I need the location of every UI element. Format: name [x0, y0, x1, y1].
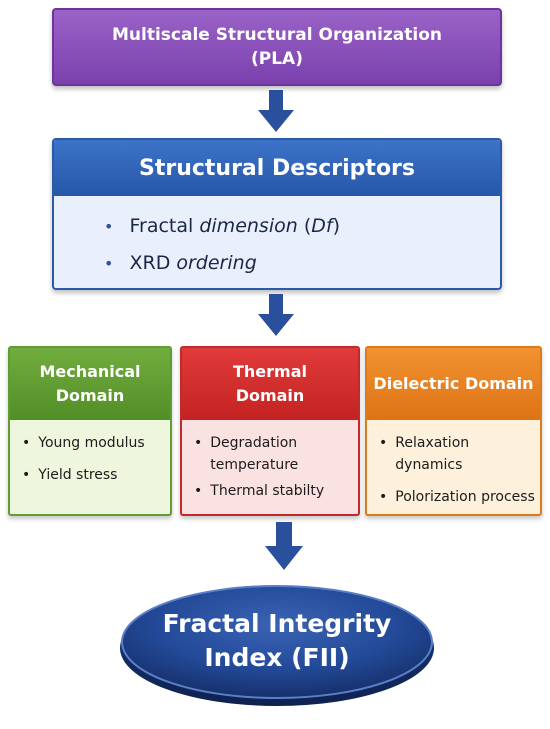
bullet-icon: •: [22, 467, 31, 483]
fii-label-line2: Index (FII): [204, 643, 350, 672]
list-item-text: Relaxation dynamics: [395, 435, 470, 473]
bullet-icon: •: [104, 254, 114, 273]
fractal-integrity-index-ellipse: Fractal Integrity Index (FII): [118, 582, 436, 708]
list-item: • Thermal stabilty: [194, 480, 358, 502]
descriptor-text: Df: [311, 215, 333, 237]
arrow-down-icon: [264, 522, 304, 570]
mechanical-domain-title: Mechanical Domain: [10, 348, 170, 420]
mechanical-domain-list: • Young modulus • Yield stress: [10, 420, 170, 486]
fii-label: Fractal Integrity Index (FII): [118, 582, 436, 700]
arrow-down-icon: [256, 90, 296, 134]
thermal-domain-title: Thermal Domain: [182, 348, 358, 420]
descriptor-text: (: [297, 215, 312, 237]
thermal-domain-list: • Degradation temperature • Thermal stabil…: [182, 420, 358, 502]
bullet-icon: •: [379, 489, 388, 505]
ellipse-shape: [120, 585, 434, 706]
list-item-text: Degradation temperature: [210, 435, 299, 473]
dielectric-domain-box: Dielectric Domain • Relaxation dynamics •…: [365, 346, 542, 516]
structural-descriptors-list: • Fractal dimension (Df) • XRD ordering: [54, 196, 500, 282]
descriptor-text: dimension: [199, 215, 298, 237]
descriptor-text: ): [332, 215, 340, 237]
dielectric-domain-list: • Relaxation dynamics • Polorization proce…: [367, 420, 540, 508]
bullet-icon: •: [379, 435, 388, 451]
bullet-icon: •: [22, 435, 31, 451]
domain-title-line: Thermal: [233, 362, 307, 381]
bullet-icon: •: [104, 217, 114, 236]
descriptor-text: Fractal: [129, 215, 200, 237]
list-item: • Young modulus: [22, 432, 170, 454]
thermal-domain-box: Thermal Domain • Degradation temperature …: [180, 346, 360, 516]
list-item-text: Young modulus: [38, 435, 145, 451]
top-box-multiscale-organization: Multiscale Structural Organization (PLA): [52, 8, 502, 86]
arrow-down-icon: [256, 294, 296, 338]
mechanical-domain-box: Mechanical Domain • Young modulus • Yield …: [8, 346, 172, 516]
descriptor-text: XRD: [129, 252, 177, 274]
list-item: • Yield stress: [22, 464, 170, 486]
top-box-title-line1: Multiscale Structural Organization: [111, 25, 442, 45]
domain-title-line: Dielectric Domain: [373, 374, 534, 393]
list-item: • Degradation temperature: [194, 432, 358, 476]
list-item: • Relaxation dynamics: [379, 432, 540, 476]
structural-descriptors-title: Structural Descriptors: [54, 140, 500, 196]
structural-descriptors-box: Structural Descriptors • Fractal dimensi…: [52, 138, 502, 290]
list-item-text: Polorization process: [395, 489, 535, 505]
descriptor-text: ordering: [176, 252, 257, 274]
descriptor-item-fractal-dimension: • Fractal dimension (Df): [104, 208, 500, 245]
descriptor-item-xrd-ordering: • XRD ordering: [104, 245, 500, 282]
bullet-icon: •: [194, 483, 203, 499]
dielectric-domain-title: Dielectric Domain: [367, 348, 540, 420]
list-item: • Polorization process: [379, 486, 540, 508]
list-item-text: Yield stress: [38, 467, 118, 483]
fii-label-line1: Fractal Integrity: [162, 609, 392, 638]
list-item-text: Thermal stabilty: [210, 483, 325, 499]
top-box-title-line2: (PLA): [251, 49, 303, 69]
bullet-icon: •: [194, 435, 203, 451]
domain-title-line: Mechanical: [39, 362, 141, 381]
domain-title-line: Domain: [55, 386, 125, 405]
domain-title-line: Domain: [235, 386, 305, 405]
